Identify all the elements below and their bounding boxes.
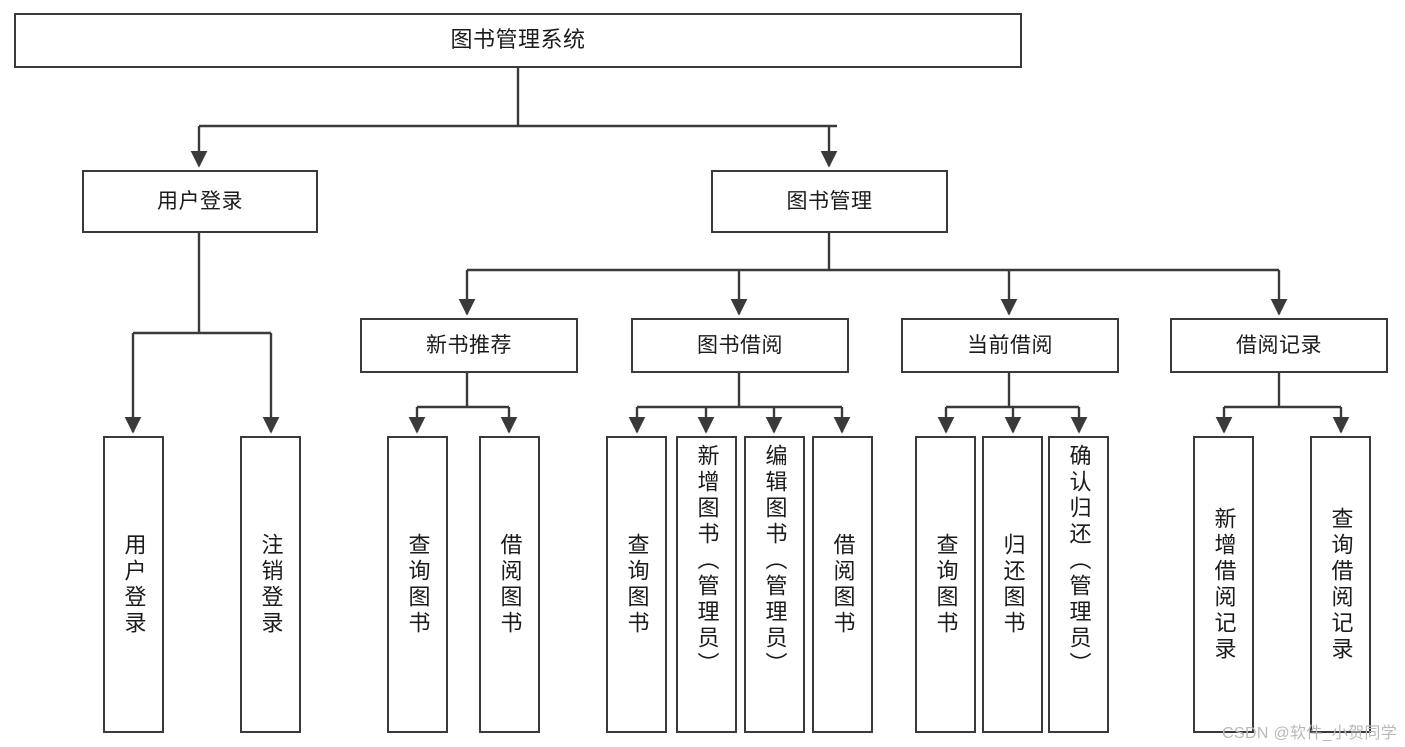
node-label: 用户登录 [157,189,243,213]
leaf-newbook-borrow-book[interactable]: 借阅图书 [479,436,540,733]
node-label: 查询借阅记录 [1328,506,1354,663]
leaf-borrow-query-book[interactable]: 查询图书 [606,436,667,733]
node-label: 用户登录 [121,532,147,637]
node-label: 新书推荐 [426,333,512,357]
node-user-login[interactable]: 用户登录 [82,170,318,233]
node-label: 借阅图书 [830,532,856,637]
leaf-newbook-query-book[interactable]: 查询图书 [387,436,448,733]
node-current-borrow[interactable]: 当前借阅 [901,318,1119,373]
leaf-record-query-borrow-record[interactable]: 查询借阅记录 [1310,436,1371,733]
node-label: 借阅记录 [1236,333,1322,357]
node-label: 查询图书 [624,532,650,637]
leaf-user-login[interactable]: 用户登录 [103,436,164,733]
node-label: 编辑图书（管理员） [762,444,788,678]
node-label: 图书管理 [786,189,873,213]
node-borrow-record[interactable]: 借阅记录 [1170,318,1388,373]
leaf-borrow-edit-book-admin[interactable]: 编辑图书（管理员） [744,436,805,733]
node-root-book-management-system[interactable]: 图书管理系统 [14,13,1022,68]
node-label: 借阅图书 [497,532,523,637]
node-label: 当前借阅 [967,333,1053,357]
node-label: 查询图书 [933,532,959,637]
node-label: 确认归还（管理员） [1066,444,1092,678]
leaf-user-logout[interactable]: 注销登录 [240,436,301,733]
node-label: 图书借阅 [697,333,783,357]
leaf-borrow-lend-book[interactable]: 借阅图书 [812,436,873,733]
leaf-current-query-book[interactable]: 查询图书 [915,436,976,733]
leaf-current-return-book[interactable]: 归还图书 [982,436,1043,733]
node-label: 注销登录 [258,532,284,637]
watermark-text: CSDN @软件_小贺同学 [1222,725,1397,742]
node-label: 查询图书 [405,532,431,637]
node-book-borrow[interactable]: 图书借阅 [631,318,849,373]
node-label: 新增借阅记录 [1211,506,1237,663]
node-label: 图书管理系统 [450,27,586,53]
node-book-management[interactable]: 图书管理 [711,170,948,233]
node-label: 归还图书 [1000,532,1026,637]
node-new-book-recommend[interactable]: 新书推荐 [360,318,578,373]
leaf-borrow-add-book-admin[interactable]: 新增图书（管理员） [676,436,737,733]
leaf-record-add-borrow-record[interactable]: 新增借阅记录 [1193,436,1254,733]
leaf-current-confirm-return-admin[interactable]: 确认归还（管理员） [1048,436,1109,733]
node-label: 新增图书（管理员） [694,444,720,678]
